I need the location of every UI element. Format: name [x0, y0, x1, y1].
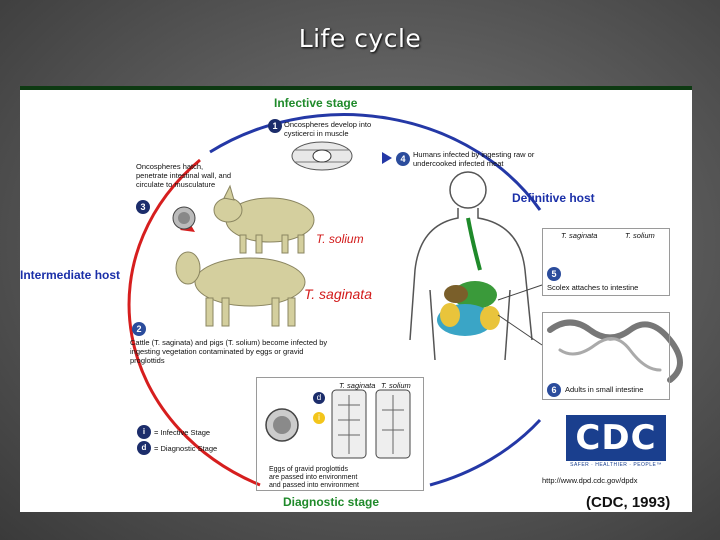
species-label-saginata: T. saginata: [304, 286, 372, 302]
diag-caption-line-2: are passed into environment: [269, 474, 358, 481]
adults-box: 6 Adults in small intestine: [542, 312, 670, 400]
digestive-tract: [466, 217, 482, 271]
diagnostic-stage-heading: Diagnostic stage: [283, 495, 380, 509]
intermediate-host-heading: Intermediate host: [20, 268, 121, 282]
diag-caption: Eggs of gravid proglottids are passed in…: [269, 466, 419, 490]
definitive-host-heading: Definitive host: [512, 191, 595, 205]
diag-egg: [265, 408, 299, 442]
diag-marker-d: d: [313, 392, 325, 404]
pig-illustration: [213, 184, 315, 254]
diagnostic-box: T. saginata T. solium d i Eggs of gravid…: [256, 377, 424, 491]
step-5-marker: 5: [547, 267, 561, 281]
step-4-text: Humans infected by ingesting raw or unde…: [413, 150, 535, 168]
step-3-text: Oncospheres hatch, penetrate intestinal …: [136, 162, 232, 189]
legend-infective-text: = Infective Stage: [154, 428, 211, 437]
pointer-line-scolex: [497, 284, 543, 301]
proglottid-saginata: [331, 389, 367, 459]
cow-illustration: [175, 251, 306, 327]
legend-diagnostic-text: = Diagnostic Stage: [154, 444, 218, 453]
cycle-drawing: [127, 113, 683, 487]
infective-stage-heading: Infective stage: [274, 96, 358, 110]
adult-worm-1: [547, 319, 683, 383]
scolex-label-saginata: T. saginata: [561, 231, 598, 240]
step-2-text: Cattle (T. saginata) and pigs (T. solium…: [130, 338, 328, 365]
cdc-tagline: SAFER · HEALTHIER · PEOPLE™: [570, 462, 662, 468]
diag-label-solium: T. solium: [381, 381, 411, 390]
cycle-arc-red: [127, 158, 261, 487]
diag-caption-line-3: and passed into environment: [269, 482, 359, 489]
arrow-head-top: [382, 152, 392, 164]
step-4-marker: 4: [396, 152, 410, 166]
life-cycle-diagram: Infective stage Definitive host Intermed…: [20, 86, 692, 512]
cdc-logo: CDC: [566, 415, 666, 461]
diag-marker-i: i: [313, 412, 325, 424]
step-1-marker: 1: [268, 119, 282, 133]
intestine-illustration: [437, 281, 500, 336]
slide-title: Life cycle: [298, 24, 422, 53]
muscle-cysticerci-illustration: [291, 141, 353, 171]
legend-diagnostic-marker: d: [137, 441, 151, 455]
pointer-line-adults: [497, 314, 543, 346]
cycle-arc-blue: [209, 113, 542, 211]
step-3-marker: 3: [136, 200, 150, 214]
step-5-text: Scolex attaches to intestine: [547, 283, 639, 292]
cdc-url: http://www.dpd.cdc.gov/dpdx: [542, 476, 638, 485]
scolex-box: T. saginata T. solium 5 Scolex attaches …: [542, 228, 670, 296]
diag-caption-line-1: Eggs of gravid proglottids: [269, 466, 348, 473]
legend-infective-marker: i: [137, 425, 151, 439]
step-6-text: Adults in small intestine: [565, 385, 644, 394]
adult-worm-2: [558, 337, 662, 372]
cycle-arc-blue-bottom: [429, 418, 542, 487]
step-2-marker: 2: [132, 322, 146, 336]
species-label-solium: T. solium: [316, 232, 364, 246]
step-6-marker: 6: [547, 383, 561, 397]
proglottid-solium: [375, 389, 411, 459]
citation: (CDC, 1993): [586, 494, 671, 511]
human-illustration: [409, 171, 533, 361]
diag-label-saginata: T. saginata: [339, 381, 376, 390]
step-1-text: Oncospheres develop into cysticerci in m…: [284, 120, 372, 138]
scolex-label-solium: T. solium: [625, 231, 655, 240]
